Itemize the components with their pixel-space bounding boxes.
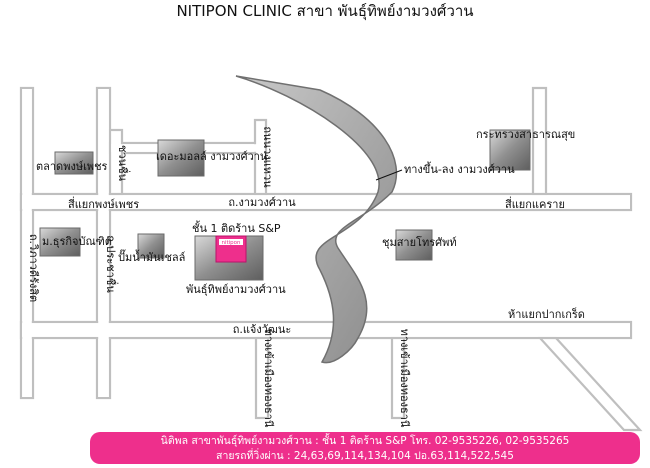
label-the-mall: เดอะมอลล์ งามวงศ์วาน bbox=[156, 150, 268, 163]
label-shell-station: ปั๊มน้ำมันเชลล์ bbox=[118, 249, 185, 264]
label-road-vibhavadi: ถ.วิภาวดีรังสิต bbox=[27, 234, 40, 302]
label-road-prachachuen: ถ.ประชาชื่น bbox=[104, 235, 119, 293]
label-flyover: ทางขึ้น-ลง งามวงศ์วาน bbox=[404, 161, 515, 176]
label-road-north-soi: ถนนวงแหวน bbox=[261, 126, 274, 188]
label-road-ngamwongwan: ถ.งามวงศ์วาน bbox=[228, 196, 296, 209]
label-road-chaengwattana: ถ.แจ้งวัฒนะ bbox=[233, 323, 292, 336]
road-pakkret-diagonal bbox=[537, 336, 643, 432]
label-intersection-pakkret: ห้าแยกปากเกร็ด bbox=[508, 307, 585, 321]
road-network bbox=[19, 86, 643, 432]
road-muangthong-1 bbox=[254, 336, 270, 420]
label-road-muangthong-1: ทางเข้าเมืองทองธานี bbox=[262, 329, 275, 428]
label-intersection-pongphet: สี่แยกพงษ์เพชร bbox=[68, 196, 140, 211]
road-muangthong-2 bbox=[390, 336, 406, 420]
label-pongphet-market: ตลาดพงษ์เพชร bbox=[36, 160, 108, 173]
road-soi-north bbox=[253, 118, 268, 196]
label-pantip: พันธุ์ทิพย์งามวงศ์วาน bbox=[186, 283, 286, 296]
label-university: ม.ธุรกิจบัณฑิต bbox=[42, 235, 112, 248]
building-ministry bbox=[489, 129, 531, 171]
footer-bus-line: สายรถที่วิ่งผ่าน : 24,63,69,114,134,104 … bbox=[216, 450, 514, 462]
building-the-mall bbox=[157, 139, 205, 177]
building-university bbox=[39, 227, 81, 257]
clinic-logo-text: nitipon bbox=[221, 240, 241, 246]
footer-address-line: นิติพล สาขาพันธุ์ทิพย์งามวงศ์วาน : ชั้น … bbox=[160, 435, 570, 447]
clinic-marker[interactable]: nitipon bbox=[215, 235, 247, 263]
label-telephone-exchange: ชุมสายโทรศัพท์ bbox=[382, 235, 457, 249]
building-shell-station bbox=[137, 233, 165, 259]
label-ministry: กระทรวงสาธารณสุข bbox=[476, 128, 575, 141]
buildings bbox=[39, 129, 531, 281]
building-telephone-exchange bbox=[395, 229, 433, 261]
label-clinic-floor: ชั้น 1 ติดร้าน S&P bbox=[192, 220, 281, 235]
contact-footer: นิติพล สาขาพันธุ์ทิพย์งามวงศ์วาน : ชั้น … bbox=[90, 432, 640, 464]
road-right-north bbox=[531, 86, 548, 196]
map-title: NITIPON CLINIC สาขา พันธุ์ทิพย์งามวงศ์วา… bbox=[176, 2, 473, 21]
building-pongphet-market bbox=[54, 151, 94, 175]
label-intersection-kasetsart: สี่แยกแคราย bbox=[505, 196, 565, 211]
label-road-chuanchuen: ชวนชื่น bbox=[116, 145, 131, 182]
flyover-ramp bbox=[235, 75, 398, 364]
label-road-muangthong-2: ทางเข้าเมืองทองธานี bbox=[398, 329, 411, 428]
